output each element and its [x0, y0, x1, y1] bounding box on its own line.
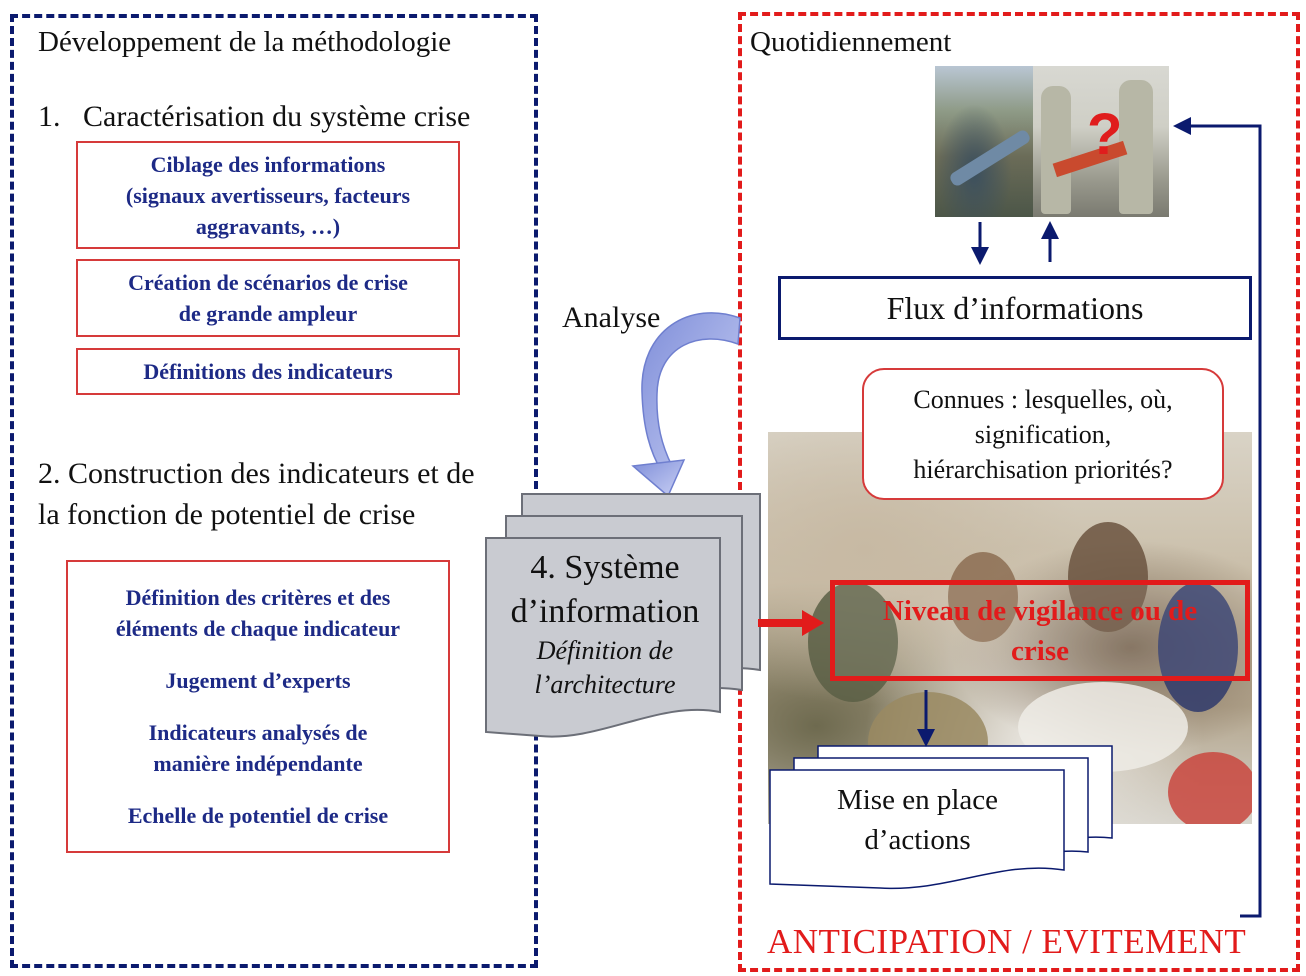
anticipation-evitement-label: ANTICIPATION / EVITEMENT: [764, 922, 1250, 962]
actions-document-stack: [769, 745, 1113, 890]
rescuers-image: [1033, 66, 1169, 217]
item-criteres-line2: éléments de chaque indicateur: [115, 616, 401, 641]
analyse-arrow-head: [631, 459, 686, 498]
box-scenarios-line1: Création de scénarios de crise: [128, 270, 408, 295]
sysinfo-title-line1: 4. Système: [530, 549, 680, 586]
box-ciblage-line2: (signaux avertisseurs, facteurs: [125, 182, 411, 208]
section2-heading-line2: la fonction de potentiel de crise: [38, 498, 416, 531]
actions-line2: d’actions: [864, 824, 971, 856]
vigilance-line1: Niveau de vigilance ou de: [882, 594, 1198, 627]
actions-label: Mise en place d’actions: [770, 780, 1065, 860]
person-shape: [808, 582, 898, 702]
analyse-label: Analyse: [562, 301, 661, 334]
item-indicateurs-line1: Indicateurs analysés de: [148, 720, 368, 745]
daily-title: Quotidiennement: [750, 26, 952, 58]
box-definitions-line1: Définitions des indicateurs: [143, 359, 393, 384]
information-system-label: 4. Système d’information Définition de l…: [490, 546, 720, 702]
item-echelle-line1: Echelle de potentiel de crise: [127, 803, 389, 828]
section2-heading-line1: 2. Construction des indicateurs et de: [38, 457, 475, 490]
box-construction-details: Définition des critères et des éléments …: [66, 560, 450, 853]
item-jugement-experts: Jugement d’experts: [68, 665, 448, 696]
callout-line2: signification,: [974, 419, 1112, 449]
actions-line1: Mise en place: [836, 784, 999, 816]
item-indicateurs-line2: manière indépendante: [153, 751, 363, 776]
vigilance-level-box: Niveau de vigilance ou de crise: [830, 580, 1250, 681]
person-shape: [948, 552, 1018, 642]
vigilance-line2: crise: [1011, 634, 1069, 667]
hazmat-suit-left: [1041, 86, 1071, 214]
box-ciblage-line1: Ciblage des informations: [150, 151, 386, 177]
box-creation-scenarios: Création de scénarios de crise de grande…: [76, 259, 460, 337]
box-definitions-indicateurs: Définitions des indicateurs: [76, 348, 460, 395]
item-criteres-line1: Définition des critères et des: [125, 585, 391, 610]
callout-line3: hiérarchisation priorités?: [913, 454, 1173, 484]
feedback-loop-arrow: [1173, 117, 1262, 918]
methodology-title: Développement de la méthodologie: [38, 26, 452, 58]
item-indicateurs-analyses: Indicateurs analysés de manière indépend…: [68, 717, 448, 779]
person-shape: [1068, 522, 1148, 632]
chair-shape: [1168, 752, 1252, 824]
item-definition-criteres: Définition des critères et des éléments …: [68, 582, 448, 644]
analyse-curved-arrow: [631, 312, 741, 498]
flux-informations-box: Flux d’informations: [778, 276, 1252, 340]
daily-panel: [738, 12, 1300, 972]
information-system-document-stack: [485, 493, 761, 738]
section1-heading: 1. Caractérisation du système crise: [38, 96, 470, 137]
methodology-panel: [10, 14, 538, 968]
box-ciblage-line3: aggravants, …): [195, 213, 341, 239]
known-info-callout: Connues : lesquelles, où, signification,…: [862, 368, 1224, 500]
sysinfo-sub-line2: l’architecture: [534, 670, 676, 699]
person-shape: [1158, 582, 1238, 712]
callout-line1: Connues : lesquelles, où,: [913, 384, 1173, 414]
question-mark-icon: ?: [1087, 102, 1123, 167]
item-jugement-line1: Jugement d’experts: [165, 668, 351, 693]
emergency-photo: ?: [935, 66, 1169, 217]
box-scenarios-line2: de grande ampleur: [178, 301, 358, 326]
sysinfo-sub-line1: Définition de: [536, 636, 674, 665]
actions-front-sheet: [769, 769, 1065, 890]
box-ciblage-informations: Ciblage des informations (signaux averti…: [76, 141, 460, 249]
section1-heading-text: 1. Caractérisation du système crise: [38, 100, 471, 133]
item-echelle-potentiel: Echelle de potentiel de crise: [68, 800, 448, 831]
sysinfo-title-line2: d’information: [510, 593, 700, 630]
document-front-sheet: [485, 537, 721, 738]
red-arrow-to-vigilance: [758, 610, 824, 636]
section2-heading: 2. Construction des indicateurs et de la…: [38, 453, 475, 535]
